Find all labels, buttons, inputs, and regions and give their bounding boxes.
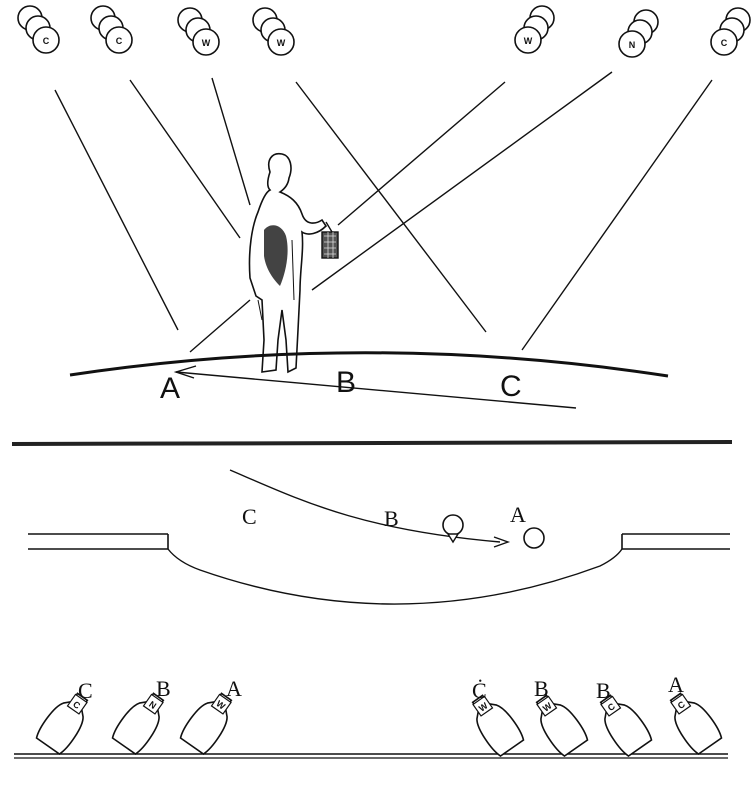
source-letter: W: [524, 36, 533, 46]
light-source: C: [91, 6, 132, 53]
bottle-label: B: [596, 678, 611, 703]
mid-label-c: C: [242, 504, 257, 529]
light-source: W: [253, 8, 294, 55]
bottle-label: A: [668, 672, 684, 697]
ground-label-c: C: [500, 370, 522, 403]
mid-label-a: A: [510, 502, 526, 527]
bottle-label: A: [226, 676, 242, 701]
sight-line-6b: [190, 300, 250, 352]
sight-line-6a: [312, 72, 612, 290]
bottle-label: C: [78, 678, 93, 703]
source-letter: C: [116, 36, 123, 46]
ground-label-b: B: [336, 366, 356, 399]
bottle-label: B: [156, 676, 171, 701]
source-letter: W: [202, 38, 211, 48]
sight-line-1: [55, 90, 178, 330]
dip-curve: [168, 549, 622, 604]
light-source: N: [619, 10, 658, 57]
light-source: W: [515, 6, 554, 53]
source-letter: C: [43, 36, 50, 46]
bottle-label: Ċ: [472, 678, 487, 703]
panel-divider: [12, 442, 732, 444]
bottle-figure: C: [662, 687, 724, 755]
ground-label-a: A: [160, 372, 180, 405]
source-letter: N: [629, 40, 636, 50]
bottom-scene: C C N B W A W Ċ W B: [14, 672, 728, 758]
source-letter: C: [721, 38, 728, 48]
sight-lines: [55, 72, 712, 352]
middle-scene: C B A: [28, 470, 730, 604]
light-source: W: [178, 8, 219, 55]
sight-line-2: [130, 80, 240, 238]
person-outline: [249, 154, 326, 372]
sight-line-5: [338, 82, 505, 225]
source-letter: W: [277, 38, 286, 48]
bottle-label: B: [534, 676, 549, 701]
sight-line-3: [212, 78, 250, 205]
mid-label-b: B: [384, 506, 399, 531]
top-scene: C C W W W N: [18, 6, 750, 408]
sight-line-4: [296, 82, 486, 332]
ball-icon: [524, 528, 544, 548]
sight-line-7: [522, 80, 712, 350]
light-source: C: [711, 8, 750, 55]
light-source: C: [18, 6, 59, 53]
person-figure: [249, 154, 338, 372]
